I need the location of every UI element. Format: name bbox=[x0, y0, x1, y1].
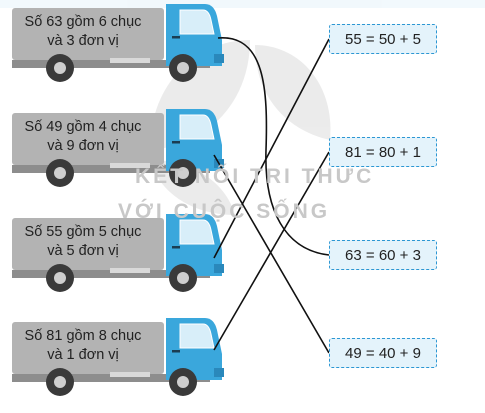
truck-body bbox=[12, 113, 164, 165]
truck-window bbox=[179, 323, 215, 349]
truck-hub-2 bbox=[177, 376, 189, 388]
truck-chassis bbox=[12, 60, 210, 68]
truck-window bbox=[179, 219, 215, 245]
truck-door-handle bbox=[172, 350, 180, 353]
truck-label-4-line1: Số 81 gồm 8 chục bbox=[24, 328, 142, 344]
truck-label-3-line1: Số 55 gồm 5 chục bbox=[24, 224, 142, 240]
truck-4 bbox=[12, 318, 224, 396]
truck-hub-1 bbox=[54, 167, 66, 179]
truck-label-1: Số 63 gồm 6 chục và 3 đơn vị bbox=[8, 13, 158, 51]
truck-3 bbox=[12, 214, 224, 292]
truck-label-2: Số 49 gồm 4 chục và 9 đơn vị bbox=[8, 118, 158, 156]
truck-plate bbox=[110, 372, 150, 377]
truck-1 bbox=[12, 4, 224, 82]
truck-hub-2 bbox=[177, 167, 189, 179]
truck-hub-2 bbox=[177, 272, 189, 284]
match-line-3 bbox=[213, 38, 330, 259]
truck-hub-1 bbox=[54, 376, 66, 388]
truck-body bbox=[12, 8, 164, 60]
watermark-line2: VỚI CUỘC SỐNG bbox=[118, 200, 331, 223]
truck-label-3: Số 55 gồm 5 chục và 5 đơn vị bbox=[8, 223, 158, 261]
truck-bumper bbox=[214, 368, 224, 377]
truck-plate bbox=[110, 163, 150, 168]
truck-label-1-line1: Số 63 gồm 6 chục bbox=[24, 14, 142, 30]
watermark-line1: KẾT NỐI TRI THỨC bbox=[135, 165, 375, 188]
equation-box-3[interactable]: 63 = 60 + 3 bbox=[329, 240, 437, 270]
equation-box-2[interactable]: 81 = 80 + 1 bbox=[329, 137, 437, 167]
match-line-4 bbox=[213, 151, 330, 351]
truck-chassis bbox=[12, 165, 210, 173]
truck-plate bbox=[110, 268, 150, 273]
truck-label-2-line1: Số 49 gồm 4 chục bbox=[24, 119, 142, 135]
truck-label-4-line2: và 1 đơn vị bbox=[47, 347, 119, 363]
truck-chassis bbox=[12, 270, 210, 278]
match-line-1 bbox=[217, 37, 330, 256]
truck-plate bbox=[110, 58, 150, 63]
truck-window bbox=[179, 9, 215, 35]
truck-door-handle bbox=[172, 246, 180, 249]
truck-body bbox=[12, 218, 164, 270]
truck-label-1-line2: và 3 đơn vị bbox=[47, 33, 119, 49]
match-line-2 bbox=[213, 154, 330, 354]
truck-door-handle bbox=[172, 36, 180, 39]
truck-hub-1 bbox=[54, 62, 66, 74]
truck-window bbox=[179, 114, 215, 140]
truck-bumper bbox=[214, 54, 224, 63]
equation-box-1[interactable]: 55 = 50 + 5 bbox=[329, 24, 437, 54]
truck-label-2-line2: và 9 đơn vị bbox=[47, 138, 119, 154]
equation-box-4[interactable]: 49 = 40 + 9 bbox=[329, 338, 437, 368]
truck-label-3-line2: và 5 đơn vị bbox=[47, 243, 119, 259]
truck-hub-1 bbox=[54, 272, 66, 284]
truck-chassis bbox=[12, 374, 210, 382]
truck-hub-2 bbox=[177, 62, 189, 74]
truck-door-handle bbox=[172, 141, 180, 144]
truck-bumper bbox=[214, 264, 224, 273]
truck-body bbox=[12, 322, 164, 374]
truck-label-4: Số 81 gồm 8 chục và 1 đơn vị bbox=[8, 327, 158, 365]
